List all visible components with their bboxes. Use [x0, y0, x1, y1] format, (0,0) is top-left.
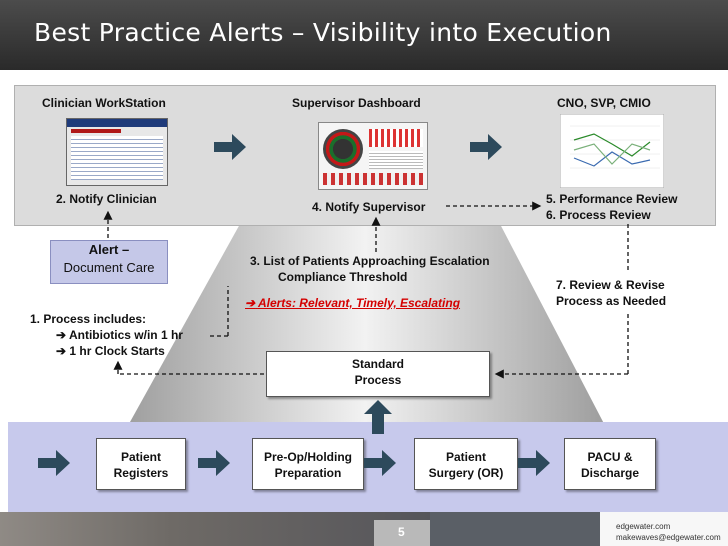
step-line2: Discharge [580, 466, 640, 480]
supervisor-dashboard-screenshot [318, 122, 428, 190]
step-line2: Preparation [274, 466, 342, 480]
standard-process-box: Standard Process [266, 351, 490, 397]
block-arrow-6 [518, 450, 550, 476]
block-arrow-5 [364, 450, 396, 476]
arrow-up-to-standard [364, 400, 392, 434]
performance-chart-screenshot [560, 114, 664, 188]
cno-label: CNO, SVP, CMIO [557, 96, 651, 110]
arrow-right-icon: ➔ [56, 328, 67, 342]
clinician-workstation-label: Clinician WorkStation [42, 96, 166, 110]
notify-clinician-label: 2. Notify Clinician [56, 192, 157, 206]
title-bar: Best Practice Alerts – Visibility into E… [0, 0, 728, 70]
block-arrow-3 [38, 450, 70, 476]
process-includes-label: 1. Process includes: [30, 312, 147, 326]
supervisor-dashboard-label: Supervisor Dashboard [292, 96, 421, 110]
arrow-right-icon: ➔ [56, 344, 67, 358]
alert-line2: Document Care [63, 260, 155, 275]
alert-document-care-box: Alert – Document Care [50, 240, 168, 284]
process-review-label: 6. Process Review [546, 208, 651, 222]
alerts-relevant-text: ➔ Alerts: Relevant, Timely, Escalating [245, 296, 461, 310]
footer-contact-area [600, 512, 728, 546]
block-arrow-4 [198, 450, 230, 476]
step-patient-registers: Patient Registers [96, 438, 186, 490]
step-line2: Registers [113, 466, 169, 480]
step-pacu-discharge: PACU & Discharge [564, 438, 656, 490]
review-revise-label-line2: Process as Needed [556, 294, 667, 308]
step-line1: Patient [120, 450, 161, 464]
step-patient-surgery: Patient Surgery (OR) [414, 438, 518, 490]
footer-site: edgewater.com [616, 522, 671, 531]
block-arrow-2 [470, 134, 502, 160]
list-patients-label-line2: Compliance Threshold [278, 270, 408, 284]
block-arrows [38, 134, 550, 476]
block-arrow-1 [214, 134, 246, 160]
performance-review-label: 5. Performance Review [546, 192, 678, 206]
step-line2: Surgery (OR) [428, 466, 504, 480]
alert-line1: Alert – [88, 242, 130, 257]
step-preop-holding: Pre-Op/Holding Preparation [252, 438, 364, 490]
notify-supervisor-label: 4. Notify Supervisor [312, 200, 426, 214]
step-line1: PACU & [587, 450, 633, 464]
list-patients-label-line1: 3. List of Patients Approaching Escalati… [250, 254, 490, 268]
process-includes-item-antibiotics: ➔ Antibiotics w/in 1 hr [56, 328, 183, 342]
page-number: 5 [398, 525, 405, 539]
standard-process-line1: Standard [351, 357, 404, 371]
slide-title: Best Practice Alerts – Visibility into E… [34, 18, 612, 47]
standard-process-line2: Process [354, 373, 402, 387]
arrow-right-icon: ➔ [245, 296, 256, 310]
page-number-box [374, 520, 430, 546]
review-revise-label-line1: 7. Review & Revise [556, 278, 665, 292]
clinician-workstation-screenshot [66, 118, 168, 186]
process-includes-item-clock: ➔ 1 hr Clock Starts [56, 344, 165, 358]
footer-email: makewaves@edgewater.com [616, 533, 721, 542]
footer-photo [0, 512, 430, 546]
step-line1: Patient [445, 450, 486, 464]
step-line1: Pre-Op/Holding [264, 450, 352, 464]
